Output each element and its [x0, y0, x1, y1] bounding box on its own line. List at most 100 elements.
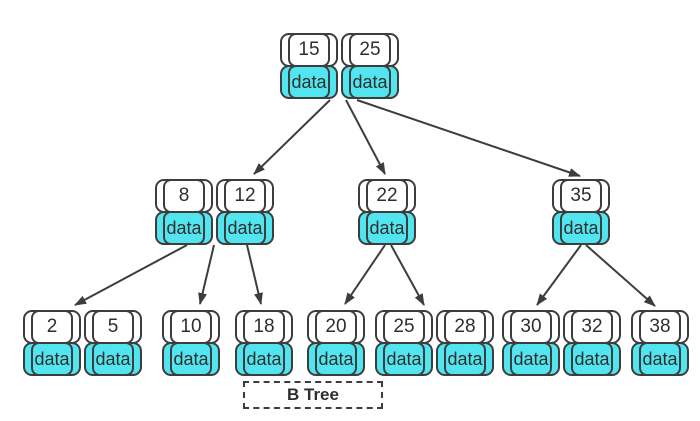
data-cell-18: data — [235, 342, 293, 376]
key-cell-value: 22 — [366, 179, 408, 213]
data-row: data data — [375, 342, 494, 376]
key-row: 38 — [631, 310, 689, 344]
key-cell-value: 15 — [288, 33, 330, 67]
tree-edge-n35-to-n38 — [585, 244, 656, 307]
data-row: data — [358, 211, 416, 245]
data-cell-label: data — [315, 342, 357, 376]
key-cell-value: 30 — [510, 310, 552, 344]
key-row: 10 — [162, 310, 220, 344]
data-cell-25: data — [375, 342, 433, 376]
data-cell-25: data — [341, 65, 399, 99]
tree-edge-n22-to-n25-28 — [390, 244, 425, 306]
data-cell-label: data — [92, 342, 134, 376]
key-cell-value: 35 — [560, 179, 602, 213]
key-cell-12: 12 — [216, 179, 274, 213]
key-row: 20 — [307, 310, 365, 344]
key-row: 30 32 — [502, 310, 621, 344]
key-row: 8 12 — [155, 179, 274, 213]
data-cell-label: data — [170, 342, 212, 376]
key-cell-20: 20 — [307, 310, 365, 344]
tree-edge-n8-12-to-n10 — [198, 244, 215, 305]
key-cell-8: 8 — [155, 179, 213, 213]
data-cell-12: data — [216, 211, 274, 245]
key-cell-value: 28 — [444, 310, 486, 344]
data-cell-5: data — [84, 342, 142, 376]
data-cell-label: data — [383, 342, 425, 376]
data-cell-20: data — [307, 342, 365, 376]
data-row: data — [552, 211, 610, 245]
tree-edge-n22-to-n20 — [344, 244, 386, 305]
data-cell-label: data — [224, 211, 266, 245]
data-cell-10: data — [162, 342, 220, 376]
data-cell-label: data — [560, 211, 602, 245]
key-row: 35 — [552, 179, 610, 213]
tree-edge-root-to-n35 — [356, 99, 581, 177]
data-row: data data — [155, 211, 274, 245]
key-cell-22: 22 — [358, 179, 416, 213]
data-cell-label: data — [366, 211, 408, 245]
data-cell-8: data — [155, 211, 213, 245]
key-cell-value: 32 — [571, 310, 613, 344]
key-cell-5: 5 — [84, 310, 142, 344]
data-cell-label: data — [571, 342, 613, 376]
key-cell-28: 28 — [436, 310, 494, 344]
tree-edge-n8-12-to-n18 — [246, 244, 263, 305]
data-row: data — [631, 342, 689, 376]
key-cell-value: 10 — [170, 310, 212, 344]
tree-edge-root-to-n22 — [345, 99, 386, 175]
data-cell-label: data — [31, 342, 73, 376]
data-cell-30: data — [502, 342, 560, 376]
data-cell-2: data — [23, 342, 81, 376]
key-cell-value: 12 — [224, 179, 266, 213]
key-cell-value: 2 — [31, 310, 73, 344]
key-cell-25: 25 — [341, 33, 399, 67]
key-cell-32: 32 — [563, 310, 621, 344]
key-cell-25: 25 — [375, 310, 433, 344]
data-cell-label: data — [510, 342, 552, 376]
data-cell-15: data — [280, 65, 338, 99]
btree-caption-box: B Tree — [243, 381, 383, 409]
data-cell-32: data — [563, 342, 621, 376]
data-cell-label: data — [163, 211, 205, 245]
data-cell-22: data — [358, 211, 416, 245]
data-cell-35: data — [552, 211, 610, 245]
tree-edge-n8-12-to-n2-5 — [74, 244, 188, 306]
key-cell-38: 38 — [631, 310, 689, 344]
data-cell-label: data — [444, 342, 486, 376]
data-cell-28: data — [436, 342, 494, 376]
key-cell-value: 5 — [92, 310, 134, 344]
key-row: 18 — [235, 310, 293, 344]
key-cell-value: 25 — [349, 33, 391, 67]
key-cell-2: 2 — [23, 310, 81, 344]
data-cell-38: data — [631, 342, 689, 376]
data-row: data data — [502, 342, 621, 376]
data-row: data data — [23, 342, 142, 376]
key-cell-30: 30 — [502, 310, 560, 344]
btree-caption-label: B Tree — [287, 385, 339, 404]
data-cell-label: data — [243, 342, 285, 376]
tree-edge-root-to-n8-12 — [253, 99, 331, 175]
key-cell-value: 18 — [243, 310, 285, 344]
data-row: data — [162, 342, 220, 376]
key-cell-value: 8 — [163, 179, 205, 213]
key-cell-10: 10 — [162, 310, 220, 344]
key-cell-18: 18 — [235, 310, 293, 344]
key-cell-15: 15 — [280, 33, 338, 67]
data-row: data — [307, 342, 365, 376]
tree-edge-n35-to-n30-32 — [536, 244, 582, 306]
key-row: 25 28 — [375, 310, 494, 344]
data-row: data — [235, 342, 293, 376]
